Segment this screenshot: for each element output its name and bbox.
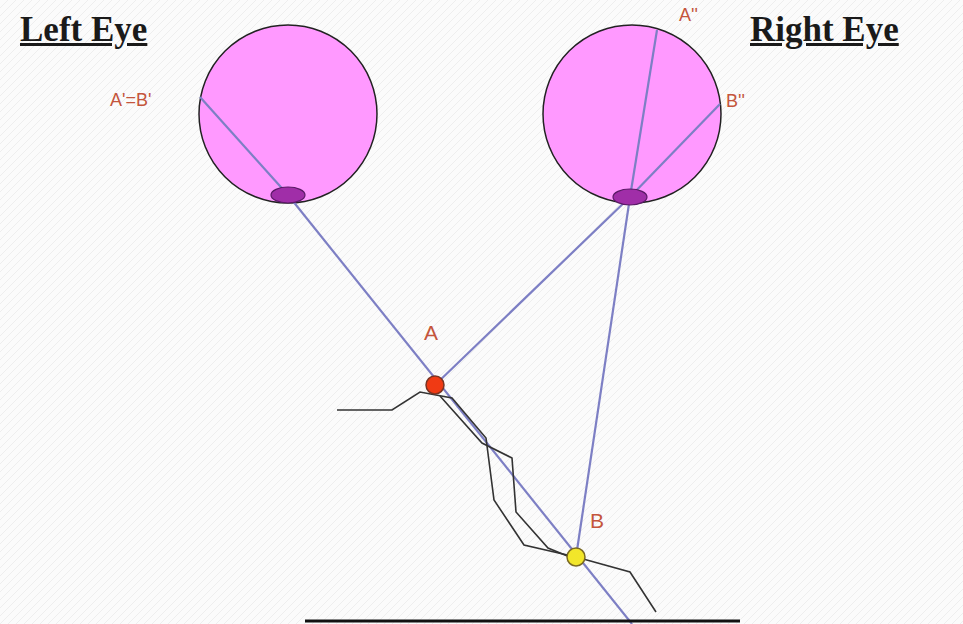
image-point-label: A'' <box>679 6 698 24</box>
terrain-profile <box>337 392 656 612</box>
ground-line <box>305 620 740 623</box>
left-eyeball <box>199 25 377 203</box>
point-a <box>426 376 444 394</box>
point-b <box>567 548 585 566</box>
image-point-label: A'=B' <box>110 91 151 109</box>
right-pupil <box>613 189 647 205</box>
image-point-label: B'' <box>726 92 745 110</box>
eye-title: Right Eye <box>750 12 899 47</box>
object-point-label: B <box>590 510 604 531</box>
eye-title: Left Eye <box>20 12 147 47</box>
object-point-label: A <box>424 322 438 343</box>
left-pupil <box>271 187 305 203</box>
sight-lines <box>200 30 720 624</box>
right-eyeball <box>543 25 721 203</box>
